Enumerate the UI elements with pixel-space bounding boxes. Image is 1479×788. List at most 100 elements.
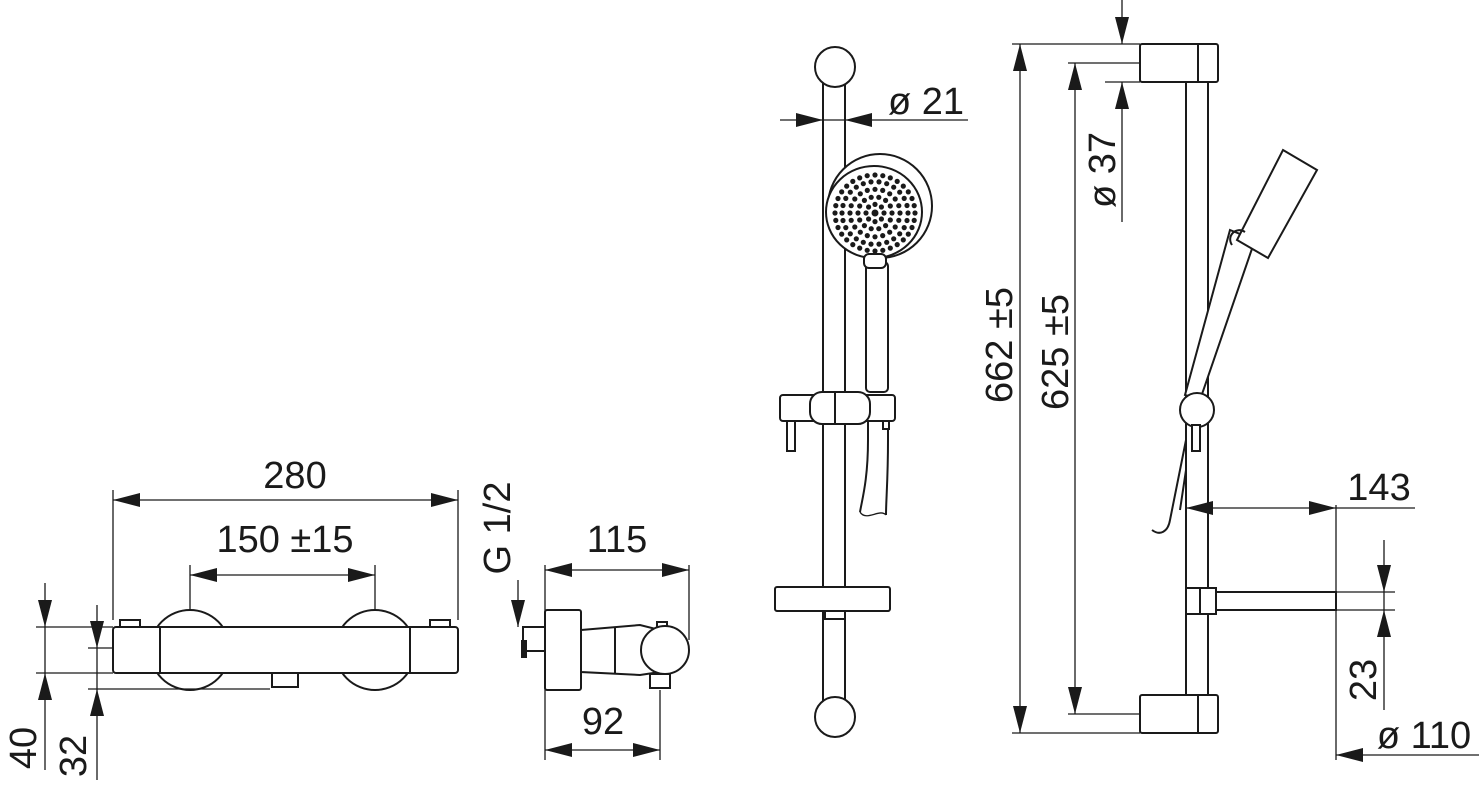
thermostat-side-view — [511, 563, 690, 760]
nozzle — [839, 210, 845, 216]
nozzle — [900, 237, 906, 243]
dim-thermostat-body: 32 — [53, 735, 95, 777]
nozzle — [904, 217, 910, 224]
nozzle — [872, 219, 878, 225]
nozzle — [852, 224, 858, 230]
nozzle — [844, 183, 850, 189]
nozzle — [857, 191, 863, 197]
nozzle — [896, 217, 902, 223]
dim-soap-dish-height: 23 — [1343, 659, 1385, 701]
nozzle — [901, 225, 907, 231]
dim-rail-projection: 143 — [1347, 467, 1410, 509]
nozzle — [872, 172, 878, 178]
nozzle — [887, 217, 893, 223]
nozzle — [833, 217, 839, 223]
nozzle — [880, 187, 886, 193]
nozzle — [839, 189, 845, 195]
dim-rail-length-total: 662 ±5 — [979, 287, 1021, 403]
nozzle — [896, 203, 902, 209]
nozzle — [872, 201, 878, 207]
nozzle — [861, 223, 868, 229]
nozzle — [864, 187, 870, 193]
nozzle — [868, 226, 874, 232]
nozzle — [897, 231, 903, 237]
nozzle — [897, 189, 903, 195]
nozzle — [833, 203, 839, 209]
nozzle — [884, 181, 890, 187]
nozzle — [857, 217, 863, 223]
nozzle — [868, 241, 874, 247]
nozzle — [887, 191, 893, 197]
nozzle — [909, 224, 915, 231]
nozzle — [881, 210, 887, 216]
nozzle — [839, 231, 845, 237]
nozzle — [876, 194, 882, 200]
nozzle — [904, 202, 910, 209]
shower-set-front-view — [774, 46, 968, 738]
nozzle — [905, 189, 911, 195]
nozzle — [894, 242, 900, 248]
dim-depth-body: 92 — [582, 701, 624, 743]
nozzle — [850, 178, 856, 184]
nozzle — [860, 239, 866, 245]
dim-inlet-thread: G 1/2 — [477, 482, 519, 575]
nozzle — [880, 173, 886, 179]
nozzle — [905, 210, 911, 216]
nozzle — [909, 195, 915, 202]
thermostat-front-view — [36, 490, 459, 780]
nozzle — [866, 216, 872, 222]
nozzle — [878, 204, 885, 210]
nozzle — [880, 247, 886, 253]
nozzle — [853, 184, 859, 190]
nozzle — [850, 242, 856, 248]
nozzle — [872, 234, 878, 240]
nozzle — [880, 233, 886, 239]
nozzle — [847, 210, 853, 216]
nozzle — [832, 210, 838, 216]
dim-bracket-diameter: ø 37 — [1082, 132, 1124, 208]
nozzle — [891, 236, 897, 242]
nozzle — [876, 226, 882, 232]
nozzle — [848, 203, 854, 209]
nozzle — [847, 189, 853, 195]
nozzle — [857, 203, 863, 209]
nozzle — [857, 245, 863, 251]
nozzle — [843, 225, 849, 231]
nozzle — [835, 224, 841, 231]
nozzle — [840, 202, 846, 209]
nozzle — [860, 181, 866, 187]
nozzle — [887, 229, 893, 235]
nozzle — [857, 229, 863, 235]
spray-nozzles — [832, 172, 918, 254]
nozzle — [883, 197, 889, 203]
dim-thermostat-centers: 150 ±15 — [216, 519, 353, 561]
nozzle — [876, 241, 882, 247]
nozzle — [889, 210, 895, 216]
nozzle — [894, 178, 900, 184]
nozzle — [847, 231, 853, 237]
dim-rail-length-centers: 625 ±5 — [1035, 294, 1077, 410]
nozzle — [843, 195, 849, 201]
nozzle — [892, 224, 898, 230]
nozzle — [900, 183, 906, 189]
nozzle — [835, 195, 841, 202]
nozzle — [861, 197, 868, 203]
nozzle — [872, 248, 878, 254]
dim-depth-total: 115 — [587, 519, 648, 561]
nozzle — [864, 173, 870, 179]
nozzle — [864, 233, 870, 239]
nozzle — [876, 179, 882, 185]
nozzle — [887, 245, 893, 251]
nozzle — [883, 223, 889, 229]
nozzle — [901, 195, 907, 201]
nozzle — [897, 210, 903, 216]
nozzle — [911, 217, 917, 223]
nozzle — [848, 217, 854, 223]
nozzle — [866, 204, 872, 210]
nozzle — [864, 247, 870, 253]
nozzle — [863, 210, 869, 216]
nozzle — [911, 203, 917, 209]
nozzle — [857, 175, 863, 181]
dim-thermostat-height: 40 — [3, 727, 45, 769]
